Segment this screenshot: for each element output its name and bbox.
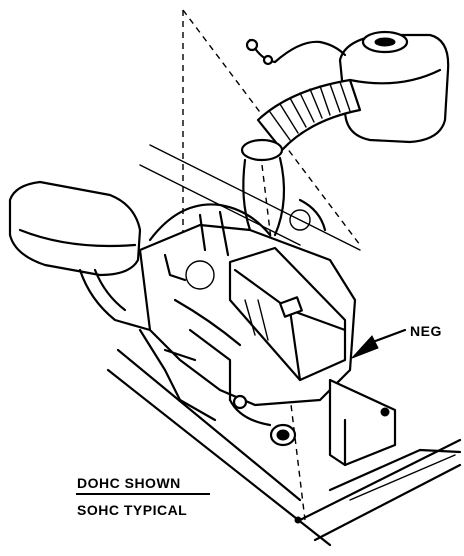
body-panel [106,348,462,547]
vacuum-hose [245,38,347,66]
battery-tray [328,378,397,467]
neg-callout-arrow [351,328,407,359]
air-cleaner-box [338,30,450,144]
caption-line1: DOHC SHOWN [77,475,181,491]
neg-label: NEG [410,323,442,339]
coolant-reservoir [8,180,152,332]
lower-components [138,328,302,524]
intake-hose [240,78,362,237]
caption-line2: SOHC TYPICAL [77,502,187,518]
battery [228,246,347,382]
